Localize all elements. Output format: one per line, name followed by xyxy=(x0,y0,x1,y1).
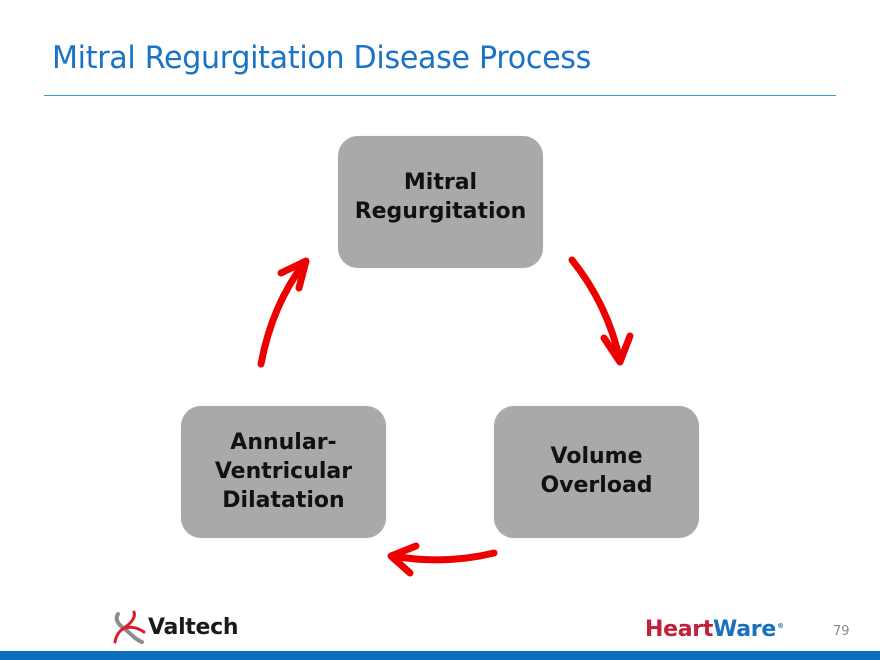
valtech-logo: Valtech xyxy=(112,610,239,644)
arrow-volume-overload-to-dilatation xyxy=(387,542,498,577)
title-divider xyxy=(44,95,836,96)
arrow-mr-to-volume-overload xyxy=(568,256,634,366)
node-label: Volume Overload xyxy=(540,444,653,498)
node-volume-overload: Volume Overload xyxy=(494,406,699,538)
page-number: 79 xyxy=(833,624,850,639)
footer-bar xyxy=(0,651,880,660)
node-label: Mitral Regurgitation xyxy=(354,170,527,224)
registered-mark: ® xyxy=(776,621,784,630)
arrow-dilatation-to-mr xyxy=(257,257,310,368)
heartware-logo-heart: Heart xyxy=(645,617,714,642)
valtech-logo-text: Valtech xyxy=(148,614,239,640)
heartware-logo-ware: Ware xyxy=(713,617,776,642)
node-mitral-regurgitation: Mitral Regurgitation xyxy=(338,136,543,268)
node-label: Annular- Ventricular Dilatation xyxy=(214,429,353,513)
heartware-logo: HeartWare® xyxy=(645,617,784,642)
valtech-logo-icon xyxy=(113,610,146,644)
slide-title: Mitral Regurgitation Disease Process xyxy=(52,40,592,76)
node-annular-ventricular-dilatation: Annular- Ventricular Dilatation xyxy=(181,406,386,538)
